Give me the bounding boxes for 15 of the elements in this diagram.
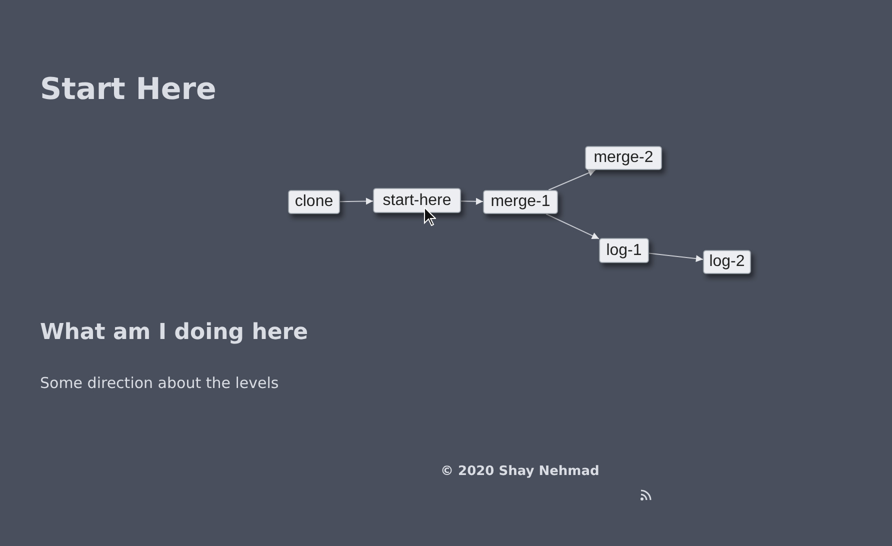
graph-node: start-here — [373, 188, 461, 213]
graph-node: log-1 — [599, 238, 649, 263]
arrow — [648, 252, 704, 262]
graph-node: merge-2 — [585, 146, 662, 170]
copyright-text: © 2020 Shay Nehmad — [440, 463, 600, 481]
arrow — [340, 198, 374, 205]
graph-node: log-2 — [703, 250, 751, 274]
graph-node: clone — [288, 190, 340, 214]
section-heading: What am I doing here — [40, 319, 308, 347]
graph-node: merge-1 — [483, 190, 558, 214]
arrow — [460, 198, 484, 205]
arrow — [548, 170, 596, 190]
arrow — [546, 214, 600, 240]
paragraph: Some direction about the levels — [40, 373, 279, 393]
page-title: Start Here — [40, 71, 216, 109]
